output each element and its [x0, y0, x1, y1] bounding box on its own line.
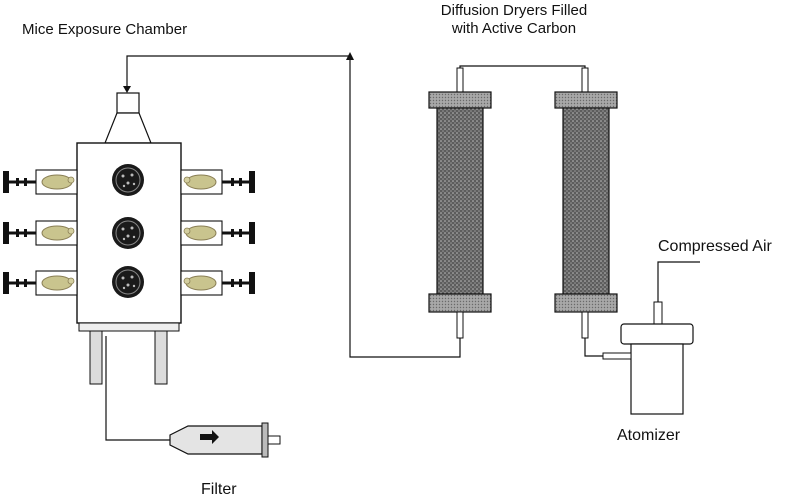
dryers-label-line2: with Active Carbon: [451, 20, 577, 37]
exposure-chamber: [76, 92, 182, 385]
restraint-tube: [180, 270, 255, 296]
chamber-port: [112, 164, 144, 196]
dryers-label-line1: Diffusion Dryers Filled: [440, 2, 588, 19]
diffusion-dryer-right: [554, 67, 618, 339]
restraint-tube: [3, 220, 78, 246]
chamber-leg-right: [154, 330, 168, 385]
filter-label: Filter: [201, 481, 237, 498]
chamber-leg-left: [89, 330, 103, 385]
compressed-air-tube: [657, 261, 700, 302]
restraint-tubes-right: [180, 169, 255, 296]
dryers-label: Diffusion Dryers Filled with Active Carb…: [404, 2, 624, 38]
compressed-air-label: Compressed Air: [658, 238, 772, 255]
atomizer-label: Atomizer: [617, 427, 681, 444]
restraint-tubes-left: [3, 169, 78, 296]
chamber-port: [112, 217, 144, 249]
restraint-tube: [180, 169, 255, 195]
return-arrowhead: [346, 52, 354, 60]
restraint-tube: [3, 169, 78, 195]
restraint-tube: [180, 220, 255, 246]
chamber-port: [112, 266, 144, 298]
chamber-label: Mice Exposure Chamber: [22, 21, 188, 38]
filter: [169, 422, 281, 458]
flow-arrow-icon: [200, 430, 219, 444]
restraint-tube: [3, 270, 78, 296]
atomizer: [602, 301, 694, 415]
inlet-arrowhead: [123, 86, 131, 93]
drain-tube: [105, 336, 170, 441]
return-tube: [126, 55, 461, 358]
diffusion-dryer-left: [428, 67, 492, 339]
dryer-link-tube: [459, 65, 586, 92]
tubing-lines: [105, 55, 700, 441]
